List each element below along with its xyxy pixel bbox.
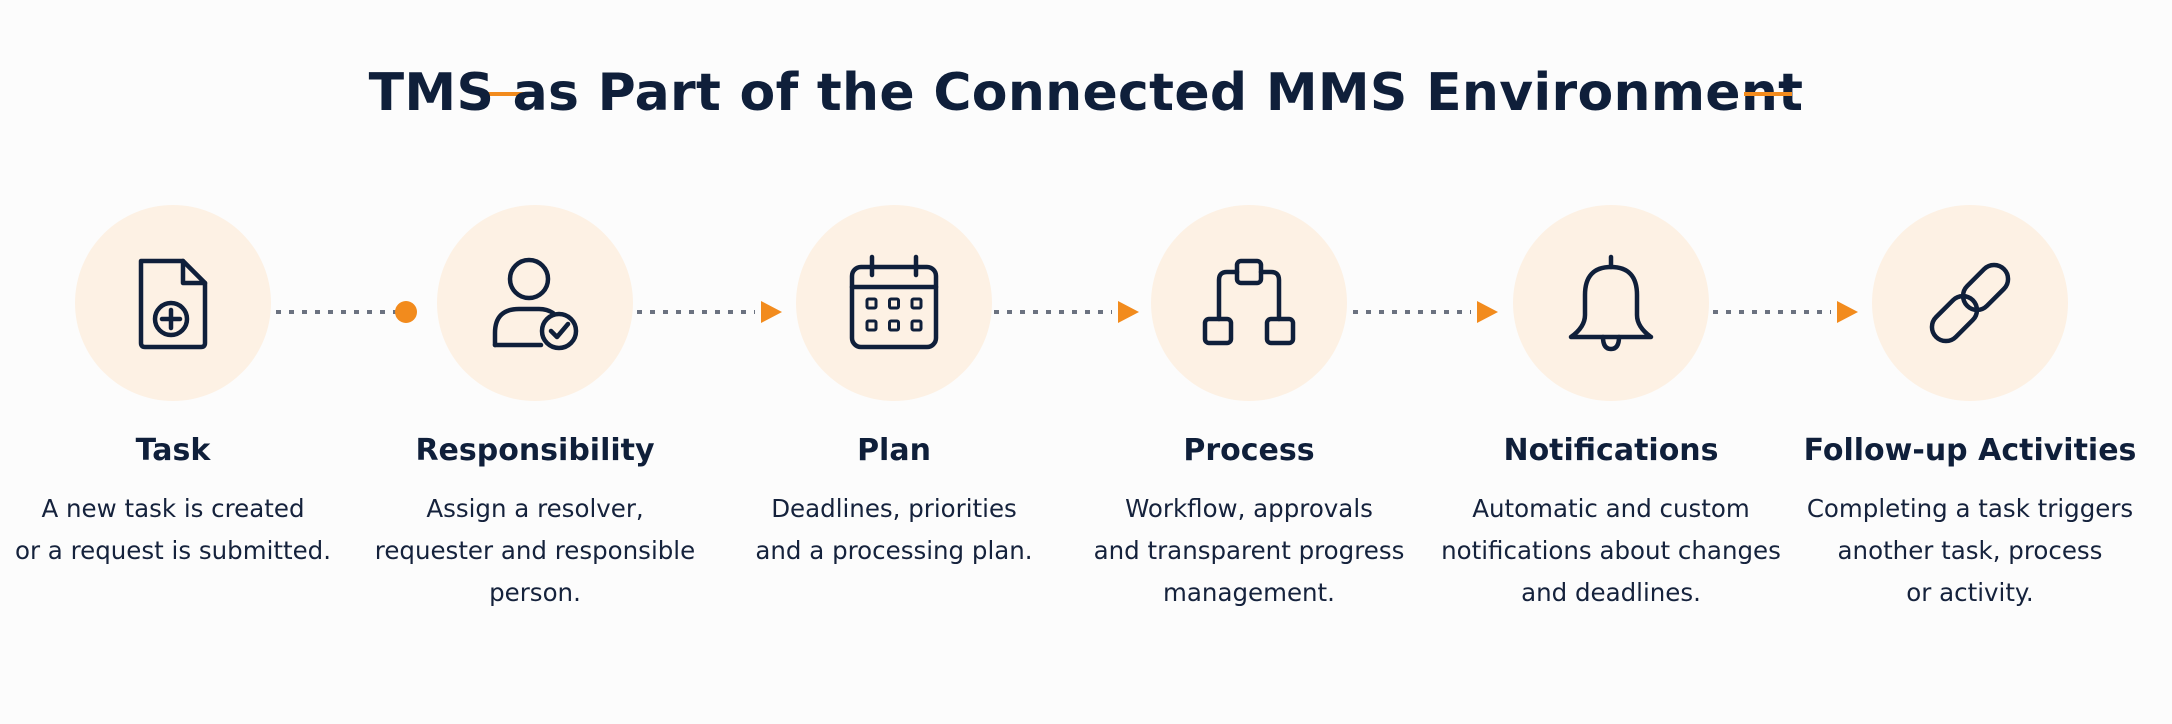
step-follow-up-line: Completing a task triggers — [1806, 494, 2134, 523]
calendar-icon — [849, 254, 939, 350]
step-follow-up-circle — [1872, 205, 2068, 401]
title-bar: TMS as Part of the Connected MMS Environ… — [0, 58, 2172, 128]
step-follow-up-line: another task, process — [1837, 536, 2103, 565]
step-plan-line: Deadlines, priorities — [771, 494, 1017, 523]
title-accent-line-left — [479, 92, 527, 96]
step-notifications-line: and deadlines. — [1521, 578, 1701, 607]
step-follow-up-description: Completing a task triggers another task,… — [1790, 488, 2150, 614]
step-responsibility-line: person. — [489, 578, 581, 607]
connector-arrow-head — [1477, 301, 1498, 323]
connector-1 — [276, 300, 422, 324]
step-plan: Plan Deadlines, priorities and a process… — [714, 205, 1074, 625]
step-process-line: management. — [1163, 578, 1335, 607]
page-title: TMS as Part of the Connected MMS Environ… — [368, 63, 1804, 123]
step-process-line: and transparent progress — [1093, 536, 1405, 565]
step-responsibility-line: requester and responsible — [374, 536, 696, 565]
step-plan-circle — [796, 205, 992, 401]
connector-5 — [1713, 300, 1859, 324]
connector-3 — [994, 300, 1140, 324]
step-notifications: Notifications Automatic and custom notif… — [1431, 205, 1791, 625]
step-task: Task A new task is created or a request … — [0, 205, 353, 625]
connector-arrow-head — [1118, 301, 1139, 323]
step-process-circle — [1151, 205, 1347, 401]
title-accent-line-right — [1744, 92, 1792, 96]
step-responsibility-circle — [437, 205, 633, 401]
step-task-circle — [75, 205, 271, 401]
step-follow-up: Follow-up Activities Completing a task t… — [1790, 205, 2150, 625]
step-process-title: Process — [1183, 433, 1315, 468]
connector-2 — [637, 300, 783, 324]
step-task-title: Task — [135, 433, 211, 468]
step-follow-up-title: Follow-up Activities — [1803, 433, 2137, 468]
step-process: Process Workflow, approvals and transpar… — [1069, 205, 1429, 625]
bell-icon — [1568, 254, 1654, 352]
workflow-icon — [1202, 258, 1296, 346]
connector-arrow-head — [761, 301, 782, 323]
link-icon — [1929, 262, 2011, 344]
step-follow-up-line: or activity. — [1906, 578, 2034, 607]
step-task-line: A new task is created — [41, 494, 305, 523]
step-task-line: or a request is submitted. — [14, 536, 332, 565]
step-notifications-line: notifications about changes — [1441, 536, 1781, 565]
document-add-icon — [138, 258, 208, 350]
step-plan-title: Plan — [857, 433, 931, 468]
step-task-description: A new task is created or a request is su… — [0, 488, 353, 572]
step-process-line: Workflow, approvals — [1125, 494, 1373, 523]
user-check-icon — [492, 257, 579, 351]
step-responsibility-line: Assign a resolver, — [426, 494, 644, 523]
connector-4 — [1353, 300, 1499, 324]
step-plan-line: and a processing plan. — [755, 536, 1033, 565]
step-responsibility: Responsibility Assign a resolver, reques… — [355, 205, 715, 625]
step-notifications-circle — [1513, 205, 1709, 401]
connector-arrow-head — [1837, 301, 1858, 323]
connector-end-dot — [395, 301, 417, 323]
step-notifications-title: Notifications — [1503, 433, 1719, 468]
step-responsibility-title: Responsibility — [415, 433, 655, 468]
step-responsibility-description: Assign a resolver, requester and respons… — [355, 488, 715, 614]
step-notifications-description: Automatic and custom notifications about… — [1431, 488, 1791, 614]
step-plan-description: Deadlines, priorities and a processing p… — [714, 488, 1074, 572]
step-notifications-line: Automatic and custom — [1472, 494, 1750, 523]
step-process-description: Workflow, approvals and transparent prog… — [1069, 488, 1429, 614]
